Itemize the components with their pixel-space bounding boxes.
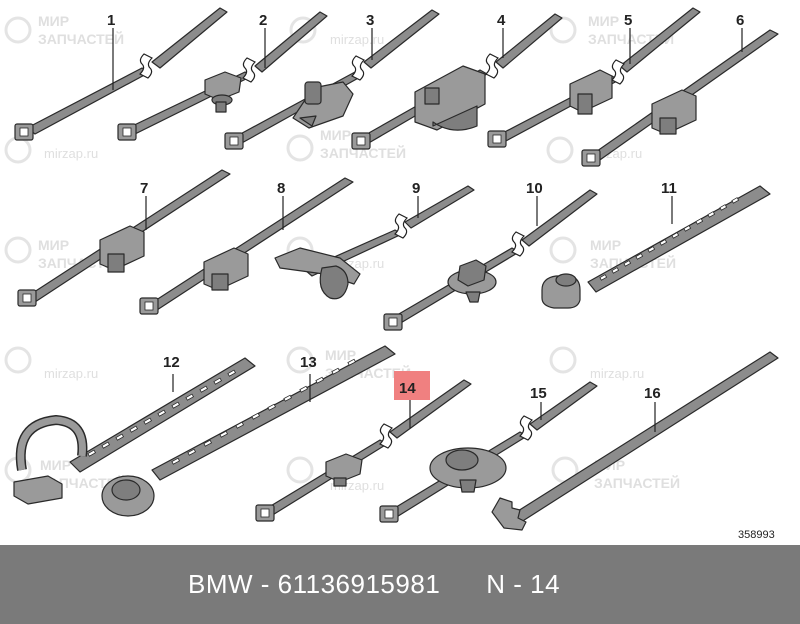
svg-text:ЗАПЧАСТЕЙ: ЗАПЧАСТЕЙ	[594, 474, 680, 491]
watermark-block: mirzap.ru	[4, 346, 98, 381]
svg-text:ЗАПЧАСТЕЙ: ЗАПЧАСТЕЙ	[320, 144, 406, 161]
watermark-block: mirzap.ru	[4, 136, 98, 164]
ladder-slots	[599, 197, 740, 281]
label-9: 9	[412, 180, 420, 197]
part-11-ladder-strap: 11	[541, 180, 771, 309]
watermark-block: mirzap.ru	[549, 346, 644, 381]
label-10: 10	[526, 180, 543, 197]
label-1: 1	[107, 12, 115, 29]
reference-number: 358993	[738, 529, 775, 541]
label-6: 6	[736, 12, 744, 29]
part-4-cable-tie-base: 4	[351, 12, 563, 150]
svg-text:МИР: МИР	[38, 237, 69, 253]
parts-diagram: .strap { fill: #8c8c8c; stroke: #2a2a2a;…	[4, 7, 779, 541]
label-7: 7	[140, 180, 148, 197]
svg-text:МИР: МИР	[320, 127, 351, 143]
part-10-cable-tie-push-mount: 10	[383, 180, 598, 331]
svg-text:МИР: МИР	[325, 347, 356, 363]
svg-text:МИР: МИР	[588, 13, 619, 29]
label-4: 4	[497, 12, 506, 29]
svg-text:МИР: МИР	[38, 13, 69, 29]
label-5: 5	[624, 12, 632, 29]
label-16: 16	[644, 385, 661, 402]
part-15-cable-tie-disc-mount: 15	[379, 381, 598, 523]
part-1-cable-tie: 1	[14, 7, 228, 141]
watermark-block: МИР ЗАПЧАСТЕЙ	[4, 13, 124, 47]
part-3-cable-tie-screw-mount: 3	[224, 9, 440, 150]
part-2-cable-tie-clip: 2	[117, 11, 328, 141]
ladder-slots	[87, 369, 237, 457]
position-label: N - 14	[486, 569, 561, 599]
part-8-cable-tie-edge-clip: 8	[139, 177, 354, 315]
part-number-label: BMW - 61136915981	[188, 569, 441, 599]
label-3: 3	[366, 12, 374, 29]
part-7-cable-tie-edge-clip: 7	[17, 169, 231, 307]
highlight-box-14	[394, 371, 430, 400]
label-11: 11	[661, 180, 677, 197]
part-13-ladder-strap-round-base: 13	[101, 345, 396, 517]
watermark-block: mirzap.ru	[289, 16, 384, 47]
part-14-cable-tie-clip: 14	[255, 371, 472, 522]
svg-text:МИР: МИР	[590, 237, 621, 253]
part-9-cable-tie-clip: 9	[274, 180, 475, 300]
svg-text:mirzap.ru: mirzap.ru	[44, 366, 98, 381]
label-13: 13	[300, 354, 317, 371]
svg-text:ЗАПЧАСТЕЙ: ЗАПЧАСТЕЙ	[38, 30, 124, 47]
part-6-cable-tie-edge-clip: 6	[581, 12, 779, 167]
footer-bar: BMW - 61136915981 N - 14	[0, 545, 800, 624]
svg-text:МИР: МИР	[40, 457, 71, 473]
watermark-block: МИР ЗАПЧАСТЕЙ	[286, 127, 406, 162]
label-2: 2	[259, 12, 267, 29]
part-16-cable-tie-fir-tree: 16	[491, 351, 779, 531]
ladder-slots	[171, 358, 357, 465]
label-12: 12	[163, 354, 180, 371]
part-5-cable-tie-edge-clip: 5	[487, 7, 701, 148]
svg-text:mirzap.ru: mirzap.ru	[330, 32, 384, 47]
svg-text:mirzap.ru: mirzap.ru	[590, 366, 644, 381]
label-14: 14	[399, 380, 416, 397]
label-8: 8	[277, 180, 285, 197]
part-12-ladder-strap-loop: 12	[13, 354, 256, 505]
svg-text:mirzap.ru: mirzap.ru	[44, 146, 98, 161]
label-15: 15	[530, 385, 547, 402]
